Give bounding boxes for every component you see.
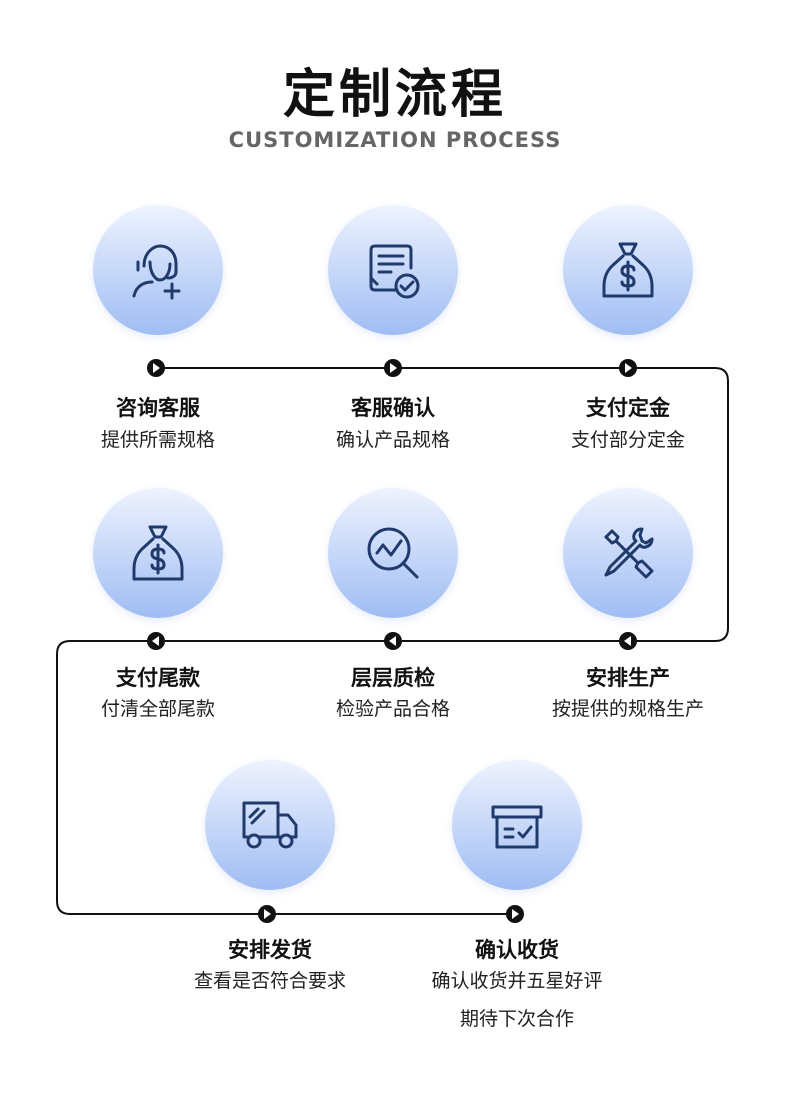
arrow-left-icon	[147, 632, 165, 650]
step-1-circle	[93, 205, 223, 335]
package-check-icon	[491, 805, 543, 849]
step-4-circle	[563, 488, 693, 618]
money-bag-icon	[602, 242, 654, 298]
step-5-desc: 检验产品合格	[335, 698, 450, 720]
step-6-desc: 付清全部尾款	[100, 698, 215, 720]
tools-icon	[604, 527, 654, 579]
step-4-desc: 按提供的规格生产	[551, 698, 704, 720]
step-5-circle	[328, 488, 458, 618]
step-4-title: 安排生产	[586, 666, 670, 690]
delivery-truck-icon	[242, 801, 298, 849]
arrow-left-icon	[384, 632, 402, 650]
arrow-right-icon	[147, 359, 165, 377]
money-bag-icon	[132, 525, 184, 581]
customer-service-icon	[132, 244, 181, 300]
step-2-circle	[328, 205, 458, 335]
step-2-desc: 确认产品规格	[335, 429, 450, 451]
step-5-title: 层层质检	[351, 666, 435, 690]
step-3-title: 支付定金	[586, 396, 670, 420]
step-8-title: 确认收货	[475, 938, 559, 962]
step-7-title: 安排发货	[228, 938, 312, 962]
arrow-right-icon	[506, 905, 524, 923]
step-8-circle	[452, 760, 582, 890]
step-7-circle	[205, 760, 335, 890]
page-title: 定制流程	[282, 65, 507, 125]
document-check-icon	[369, 244, 420, 299]
step-7-desc: 查看是否符合要求	[193, 970, 346, 992]
step-1-desc: 提供所需规格	[100, 429, 215, 451]
arrow-right-icon	[619, 359, 637, 377]
step-8-desc-line-1: 确认收货并五星好评	[431, 970, 603, 992]
step-1-title: 咨询客服	[116, 396, 200, 420]
step-8-desc-line-2: 期待下次合作	[459, 1008, 574, 1030]
step-3-desc: 支付部分定金	[570, 429, 685, 451]
arrow-left-icon	[619, 632, 637, 650]
step-3-circle	[563, 205, 693, 335]
search-chart-icon	[367, 527, 419, 579]
step-6-title: 支付尾款	[116, 666, 200, 690]
arrow-right-icon	[258, 905, 276, 923]
step-6-circle	[93, 488, 223, 618]
page-subtitle: CUSTOMIZATION PROCESS	[228, 128, 562, 152]
step-2-title: 客服确认	[351, 396, 435, 420]
arrow-right-icon	[384, 359, 402, 377]
